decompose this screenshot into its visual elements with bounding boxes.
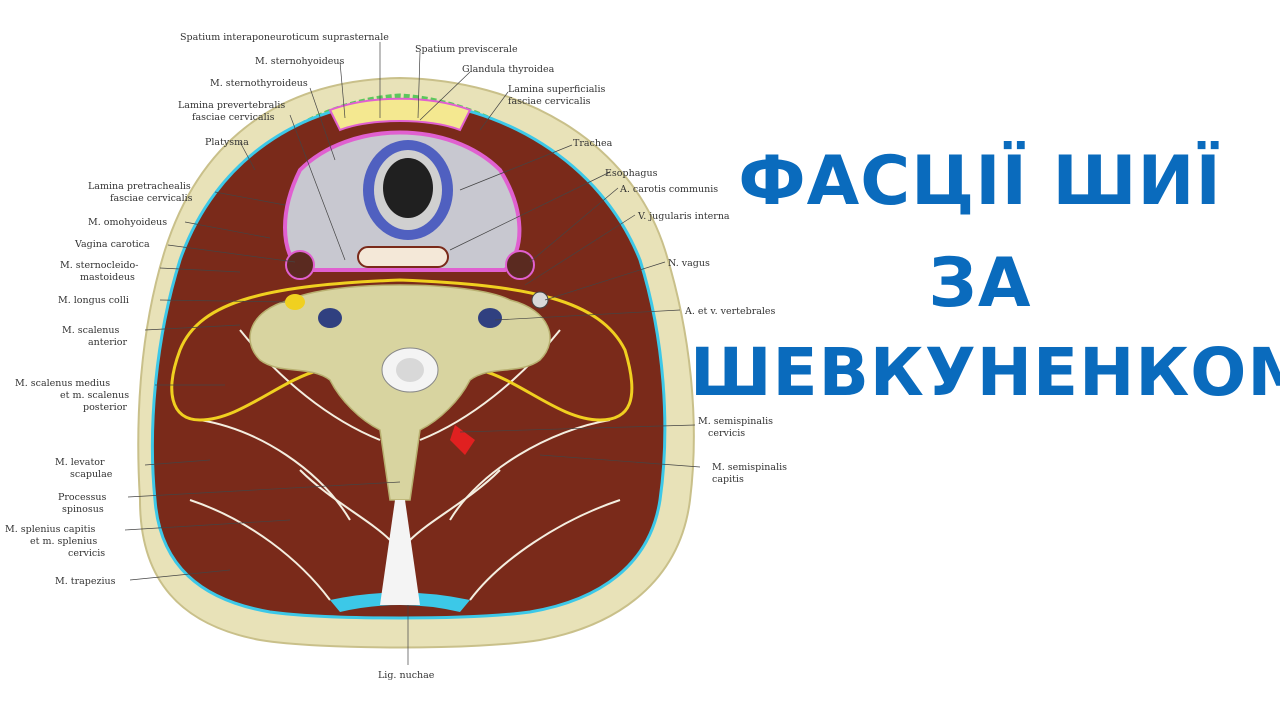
prevertebral-fascia-line [150,98,667,620]
label-a-carotis-communis: A. carotis communis [619,184,718,195]
label-m-levator-1: M. levator [55,457,105,468]
label-m-sternohyoideus: M. sternohyoideus [255,56,345,67]
label-v-jugularis-interna: V. jugularis interna [637,211,730,222]
label-lamina-prevertebralis-2: fasciae cervicalis [192,112,275,123]
esophagus-shape [357,246,449,268]
label-lig-nuchae: Lig. nuchae [378,670,435,681]
carotid-left [285,250,315,280]
label-m-semispinalis-capitis-1: M. semispinalis [712,462,787,473]
label-esophagus: Esophagus [605,168,658,179]
yellow-fascia-line [170,278,634,422]
title-line-1: ФАСЦІЇ ШИЇ [738,142,1222,221]
title-line-3: ШЕВКУНЕНКОМ [690,334,1280,411]
label-n-vagus: N. vagus [668,258,710,269]
label-m-omohyoideus: M. omohyoideus [88,217,167,228]
label-processus-1: Processus [58,492,106,503]
vertebra [249,284,551,501]
ligamentum-nuchae [380,500,420,605]
label-vagina-carotica: Vagina carotica [74,239,150,250]
label-processus-2: spinosus [62,504,104,515]
label-m-scalenus-ant-1: M. scalenus [62,325,120,336]
label-m-semispinalis-capitis-2: capitis [712,474,744,485]
label-m-scalenus-med-2: et m. scalenus [60,390,129,401]
leader-lines [124,42,701,665]
longus-colli-marker [285,294,305,310]
spatium-previscerale [328,97,472,132]
label-m-scalenus-ant-2: anterior [88,337,128,348]
label-m-scalenus-med-3: posterior [83,402,127,413]
label-lamina-pretrachealis-1: Lamina pretrachealis [88,181,191,192]
neck-cross-section-diagram: Spatium interaponeuroticum suprasternale… [5,32,787,681]
label-spatium-interaponeuroticum: Spatium interaponeuroticum suprasternale [180,32,389,43]
label-m-longus-colli: M. longus colli [58,295,129,306]
label-lamina-pretrachealis-2: fasciae cervicalis [110,193,193,204]
label-spatium-previscerale: Spatium previscerale [415,44,518,55]
label-glandula-thyroidea: Glandula thyroidea [462,64,555,75]
superficial-fascia-line [232,93,578,187]
vertebral-artery-right [478,308,502,328]
label-m-scalenus-med-1: M. scalenus medius [15,378,110,389]
label-trachea: Trachea [573,138,613,149]
label-m-splenius-3: cervicis [68,548,105,559]
label-lamina-prevertebralis-1: Lamina prevertebralis [178,100,285,111]
vagus-marker [531,291,549,309]
label-m-sternocleido-2: mastoideus [80,272,135,283]
carotid-right [505,250,535,280]
label-m-splenius-2: et m. splenius [30,536,97,547]
label-m-trapezius: M. trapezius [55,576,116,587]
label-m-sternocleido-1: M. sternocleido- [60,260,139,271]
spinal-cord-grey [396,358,424,382]
label-m-splenius-1: M. splenius capitis [5,524,96,535]
label-lamina-superficialis-1: Lamina superficialis [508,84,605,95]
label-m-semispinalis-cervicis-2: cervicis [708,428,745,439]
title-line-2: ЗА [928,244,1032,323]
vertebral-artery-left [318,308,342,328]
label-lamina-superficialis-2: fasciae cervicalis [508,96,591,107]
label-m-sternothyroideus: M. sternothyroideus [210,78,308,89]
highlight-mark [450,425,475,455]
label-m-semispinalis-cervicis-1: M. semispinalis [698,416,773,427]
label-m-levator-2: scapulae [70,469,113,480]
label-platysma: Platysma [205,137,249,148]
label-a-v-vertebrales: A. et v. vertebrales [684,306,776,317]
trachea-lumen [383,158,433,218]
